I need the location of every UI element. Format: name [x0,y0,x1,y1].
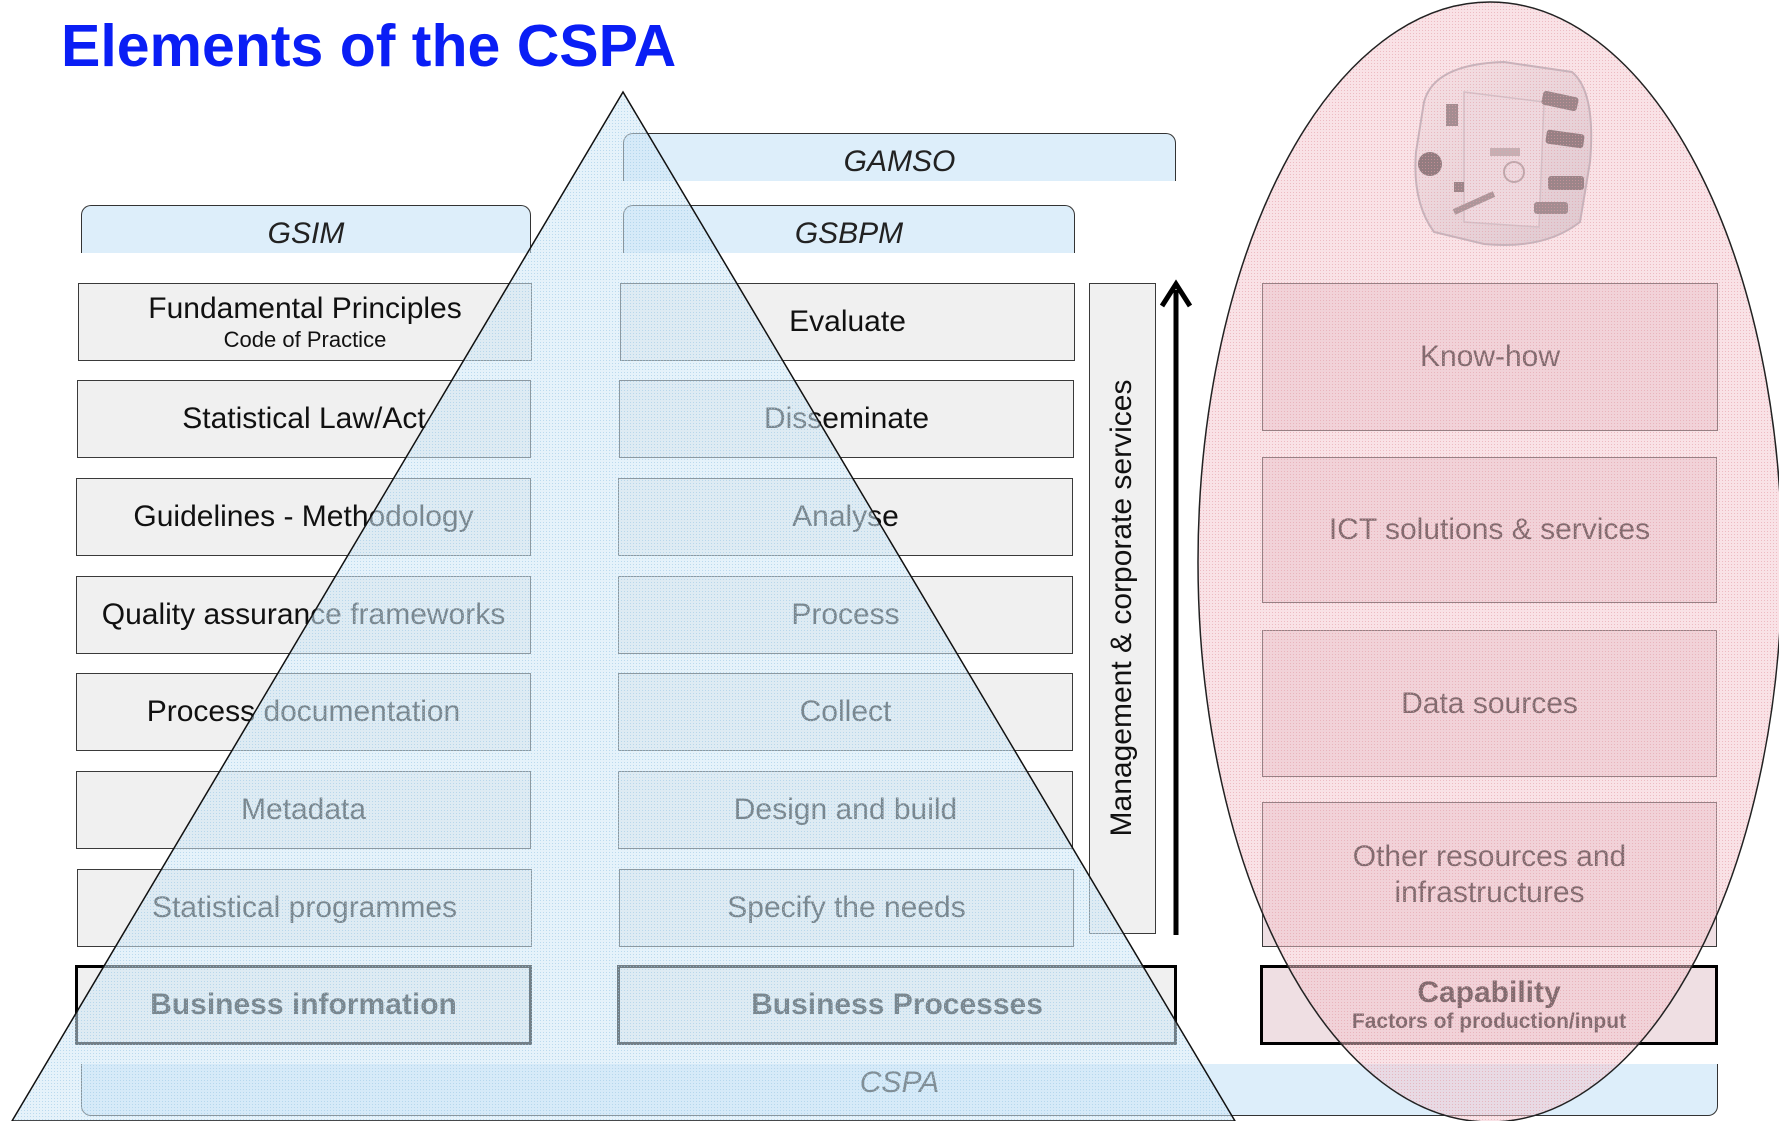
gsim-box-fundamental-principles: Fundamental Principles Code of Practice [78,283,532,361]
gsbpm-item-label: Process [791,598,900,631]
gsbpm-item-label: Collect [799,695,892,728]
gsim-box-metadata: Metadata [76,771,531,849]
capability-box-know-how: Know-how [1262,283,1718,431]
gsim-item-sublabel: Code of Practice [223,326,387,352]
business-information-box: Business information [75,965,532,1045]
gsim-item-label: Statistical programmes [151,891,458,924]
gsim-item-label: Guidelines - Methodology [133,500,474,533]
gsbpm-box-analyse: Analyse [618,478,1073,556]
gsim-box-statistical-programmes: Statistical programmes [77,869,532,947]
business-processes-label: Business Processes [751,988,1043,1021]
gsim-header: GSIM [81,205,531,253]
management-services-label: Management & corporate services [1105,379,1138,837]
gsim-box-statistical-law: Statistical Law/Act [77,380,531,458]
capability-label: Capability [1417,975,1561,1009]
gsim-item-label: Quality assurance frameworks [101,598,506,631]
gsbpm-box-disseminate: Disseminate [619,380,1074,458]
capability-box-ict: ICT solutions & services [1262,457,1717,603]
gsbpm-header: GSBPM [623,205,1075,253]
capability-base-box: Capability Factors of production/input [1260,965,1718,1045]
gamso-header: GAMSO [623,133,1176,181]
capability-item-label: Data sources [1401,686,1578,720]
capability-item-label: Other resources and infrastructures [1352,839,1627,909]
gsbpm-item-label: Disseminate [763,402,930,435]
gsim-box-guidelines: Guidelines - Methodology [76,478,531,556]
gsbpm-box-collect: Collect [618,673,1073,751]
capability-sublabel: Factors of production/input [1351,1010,1627,1034]
gsim-item-label: Process documentation [146,695,461,728]
gsbpm-box-design-and-build: Design and build [618,771,1073,849]
gsim-box-quality-assurance: Quality assurance frameworks [76,576,531,654]
business-information-label: Business information [150,988,457,1021]
gsim-item-label: Fundamental Principles [148,291,462,325]
travel-adapter-image [1394,52,1610,264]
gsim-box-process-documentation: Process documentation [76,673,531,751]
capability-box-data-sources: Data sources [1262,630,1717,777]
gsbpm-item-label: Evaluate [789,305,906,338]
page-title: Elements of the CSPA [61,13,677,79]
gsbpm-item-label: Specify the needs [727,891,966,924]
gsbpm-box-evaluate: Evaluate [620,283,1075,361]
gsim-item-label: Metadata [240,793,367,826]
cspa-footer: CSPA [81,1064,1718,1116]
up-arrow-icon [1159,279,1193,935]
gsbpm-box-specify-the-needs: Specify the needs [619,869,1074,947]
gsim-item-label: Statistical Law/Act [182,402,426,435]
capability-item-label: ICT solutions & services [1328,513,1651,546]
gsbpm-box-process: Process [618,576,1073,654]
gsbpm-item-label: Analyse [792,500,899,533]
gsbpm-item-label: Design and build [733,793,958,826]
business-processes-box: Business Processes [617,965,1177,1045]
capability-box-other-resources: Other resources and infrastructures [1262,802,1717,947]
capability-item-label: Know-how [1419,340,1561,373]
